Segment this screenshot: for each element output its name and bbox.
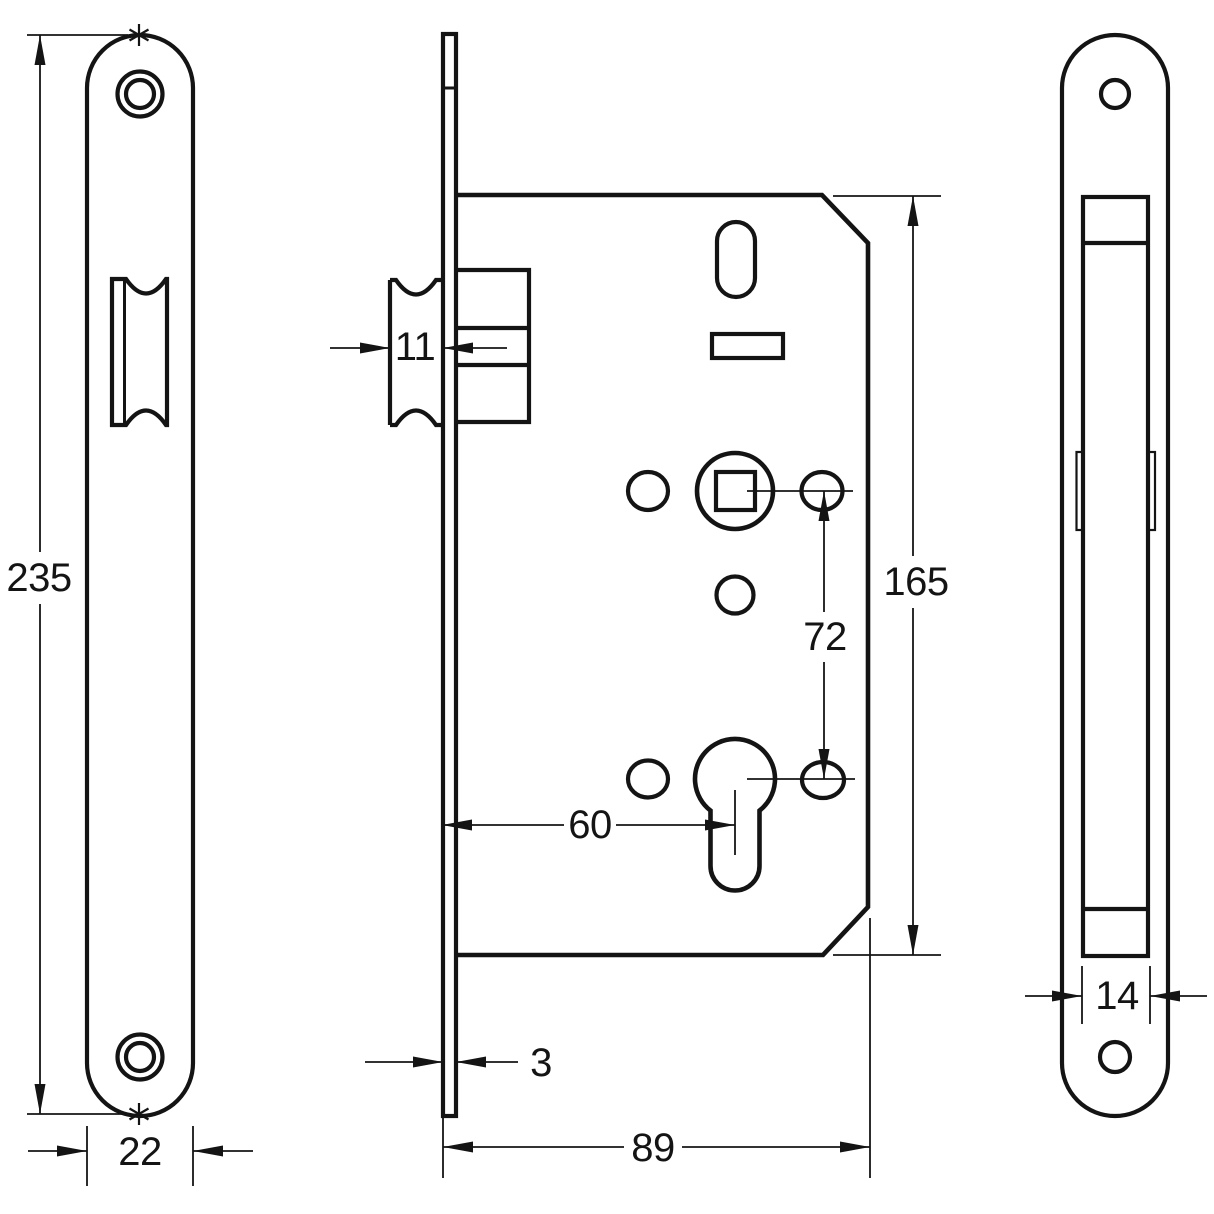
faceplate-front-view — [84, 24, 196, 1125]
faceplate-back-view — [1059, 32, 1171, 1119]
reference-mark-bottom-icon — [128, 1103, 150, 1125]
top-oval-slot — [714, 219, 758, 300]
arrow-down-icon — [34, 1084, 46, 1114]
case-recess-outline — [1080, 194, 1151, 959]
dim-label-11: 11 — [395, 325, 436, 369]
latch-bolt-top-edge — [390, 277, 443, 297]
arrow-left-icon — [443, 1141, 473, 1153]
faceplate-edge — [440, 31, 459, 1119]
dim-235-lines — [27, 34, 128, 1115]
arrow-up-icon — [818, 491, 830, 521]
backplate-outline — [1059, 32, 1171, 1119]
stroke-layer — [27, 24, 1207, 1186]
arrow-left-icon — [193, 1145, 223, 1157]
dim-label-235: 235 — [6, 556, 71, 600]
backplate-screw-hole-top — [1098, 77, 1132, 111]
screw-hole-bottom-inner — [123, 1040, 157, 1074]
arrow-right-icon — [57, 1145, 87, 1157]
euro-cylinder-cutout — [692, 736, 778, 893]
dim-165-arrows — [907, 196, 919, 955]
retaining-tab-right — [1146, 450, 1157, 532]
retaining-tab-left — [1075, 450, 1085, 532]
dim-60-arrows — [442, 819, 735, 831]
dim-label-72: 72 — [803, 615, 847, 659]
arrow-right-icon — [413, 1056, 443, 1068]
fixing-hole-lower-left — [625, 758, 671, 800]
arrow-left-icon — [1150, 990, 1180, 1002]
dim-label-60: 60 — [568, 803, 612, 847]
arrow-right-icon — [840, 1141, 870, 1153]
screw-hole-top-outer — [115, 69, 165, 119]
small-hole-below-follower — [714, 574, 756, 616]
reference-mark-top-icon — [128, 24, 150, 46]
arrow-right-icon — [1052, 990, 1082, 1002]
latch-cutout — [109, 276, 170, 428]
dim-165-lines — [833, 195, 941, 956]
arrow-up-icon — [907, 196, 919, 226]
arrow-left-icon — [442, 819, 472, 831]
dim-label-22: 22 — [118, 1130, 162, 1174]
arrow-down-icon — [818, 749, 830, 779]
arrow-right-icon — [360, 342, 390, 354]
stop-slot — [709, 331, 786, 361]
faceplate-outline — [84, 32, 196, 1119]
dim-89-arrows — [443, 1141, 870, 1153]
dim-235-arrows — [34, 35, 46, 1114]
screw-hole-bottom-outer — [115, 1032, 165, 1082]
backplate-screw-hole-bottom — [1097, 1039, 1133, 1075]
fixing-hole-upper-left — [625, 469, 671, 513]
lock-case-side-view — [387, 31, 871, 1119]
arrow-left-icon — [456, 1056, 486, 1068]
dim-label-3: 3 — [530, 1041, 552, 1085]
latch-bolt-bottom-edge — [390, 408, 443, 428]
dim-label-165: 165 — [883, 560, 948, 604]
dim-label-89: 89 — [631, 1126, 675, 1170]
dim-label-14: 14 — [1095, 974, 1139, 1018]
screw-hole-top-inner — [123, 77, 157, 111]
dim-72-arrows — [818, 491, 830, 779]
dim-3-arrows — [413, 1056, 486, 1068]
latch-housing — [456, 267, 532, 425]
arrow-up-icon — [34, 35, 46, 65]
dim-14-arrows — [1052, 990, 1180, 1002]
arrow-down-icon — [907, 925, 919, 955]
fill-layer: 235 22 11 3 60 72 165 — [6, 35, 1180, 1174]
case-outline — [456, 192, 871, 958]
arrow-left-icon — [443, 342, 473, 354]
dim-11-arrows — [360, 342, 473, 354]
arrow-right-icon — [705, 819, 735, 831]
dim-22-arrows — [57, 1145, 223, 1157]
